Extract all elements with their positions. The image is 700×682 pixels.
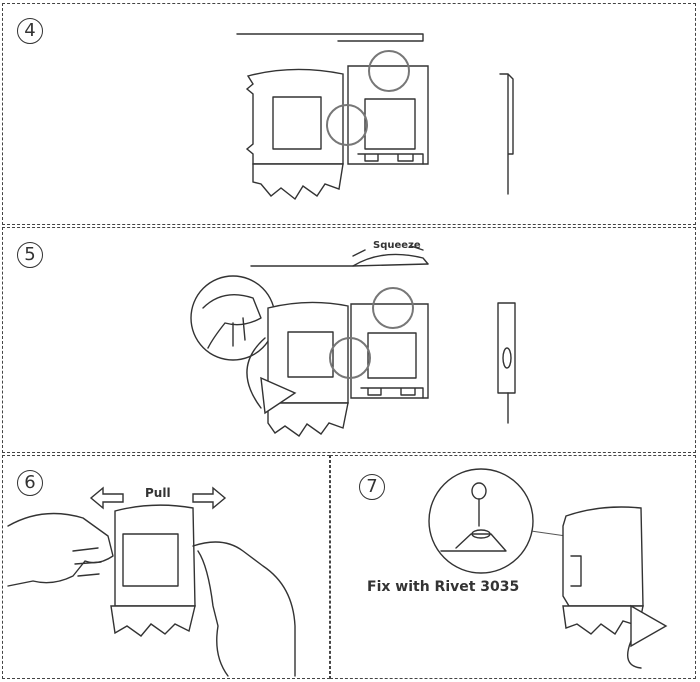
fix-with-rivet-label: Fix with Rivet 3035 [367, 579, 520, 595]
step-4-illustration [236, 33, 514, 201]
squeeze-label: Squeeze [373, 240, 421, 251]
step-number-5: 5 [17, 242, 43, 268]
step-number-6: 6 [17, 470, 43, 496]
pull-label: Pull [145, 486, 171, 500]
step-number-4: 4 [17, 18, 43, 44]
step-number-7: 7 [359, 474, 385, 500]
step-6-illustration [7, 486, 296, 677]
step-7-illustration [428, 468, 668, 669]
step-6-panel: 6 Pull [2, 455, 330, 679]
step-5-illustration [190, 245, 516, 437]
step-4-panel: 4 [2, 3, 696, 225]
step-7-panel: 7 Fix with Rivet 3035 [330, 455, 696, 679]
step-5-panel: 5 Squeeze [2, 227, 696, 453]
